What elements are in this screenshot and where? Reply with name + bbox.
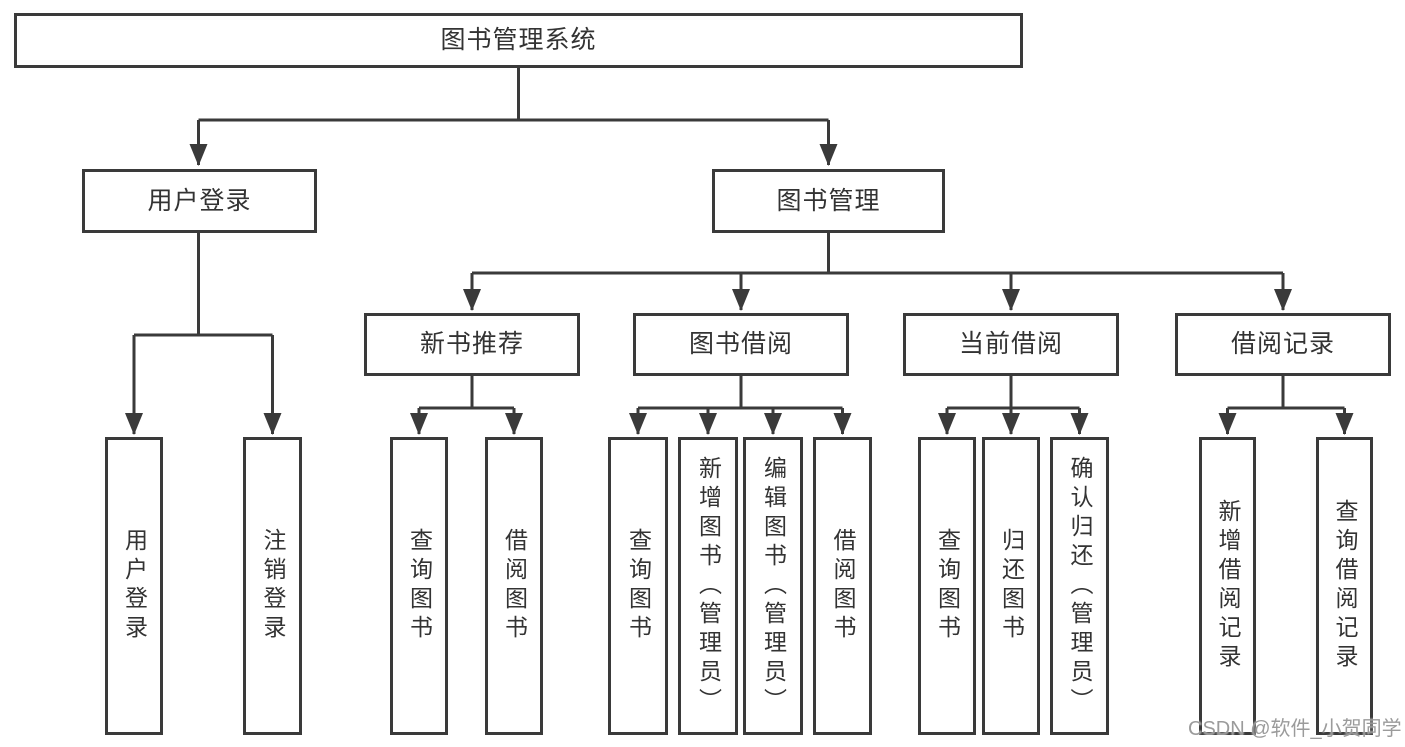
leaf-bb-borrow-books: 借阅图书 — [813, 437, 872, 735]
leaf-br-add-record: 新增借阅记录 — [1199, 437, 1256, 735]
leaf-br-query-record: 查询借阅记录 — [1316, 437, 1373, 735]
leaf-nb-borrow-books-label: 借阅图书 — [501, 528, 528, 644]
leaf-bb-add-books-admin-label: 新增图书（管理员） — [695, 455, 722, 717]
connector-root-branch — [198, 68, 829, 122]
leaf-cb-query-books-label: 查询图书 — [934, 528, 961, 644]
node-new-book-recommend-label: 新书推荐 — [419, 330, 524, 358]
leaf-cb-return-books-label: 归还图书 — [998, 528, 1025, 644]
leaf-logout: 注销登录 — [243, 437, 302, 735]
node-borrow-records: 借阅记录 — [1175, 313, 1391, 376]
node-user-login: 用户登录 — [82, 169, 317, 233]
connector-user-login-branch — [134, 233, 273, 337]
leaf-nb-query-books-label: 查询图书 — [406, 528, 433, 644]
leaf-bb-edit-books-admin: 编辑图书（管理员） — [743, 437, 803, 735]
leaf-user-login: 用户登录 — [105, 437, 163, 735]
leaf-cb-confirm-return-admin: 确认归还（管理员） — [1050, 437, 1109, 735]
connector-book-borrowing-branch — [638, 376, 843, 410]
leaf-br-add-record-label: 新增借阅记录 — [1215, 499, 1241, 673]
leaf-cb-query-books: 查询图书 — [918, 437, 976, 735]
leaf-user-login-label: 用户登录 — [121, 528, 148, 644]
leaf-bb-add-books-admin: 新增图书（管理员） — [678, 437, 738, 735]
leaf-nb-borrow-books: 借阅图书 — [485, 437, 543, 735]
node-root-label: 图书管理系统 — [440, 26, 597, 54]
connector-new-book-branch — [419, 376, 514, 410]
leaf-bb-edit-books-admin-label: 编辑图书（管理员） — [760, 455, 787, 717]
node-user-login-label: 用户登录 — [147, 186, 252, 215]
leaf-br-query-record-label: 查询借阅记录 — [1332, 499, 1358, 673]
leaf-cb-confirm-return-admin-label: 确认归还（管理员） — [1067, 455, 1093, 717]
connector-borrow-records-branch — [1227, 376, 1345, 410]
leaf-bb-query-books-label: 查询图书 — [625, 528, 652, 644]
node-book-borrowing: 图书借阅 — [633, 313, 849, 376]
node-book-management: 图书管理 — [712, 169, 945, 233]
leaf-nb-query-books: 查询图书 — [390, 437, 448, 735]
node-root: 图书管理系统 — [14, 13, 1023, 68]
leaf-logout-label: 注销登录 — [260, 528, 286, 644]
leaf-bb-query-books: 查询图书 — [608, 437, 668, 735]
node-borrow-records-label: 借阅记录 — [1230, 330, 1335, 358]
node-book-borrowing-label: 图书借阅 — [688, 330, 793, 358]
connector-book-management-branch — [472, 233, 1283, 275]
node-current-borrowing: 当前借阅 — [903, 313, 1119, 376]
node-book-management-label: 图书管理 — [776, 186, 881, 215]
node-new-book-recommend: 新书推荐 — [364, 313, 580, 376]
node-current-borrowing-label: 当前借阅 — [958, 330, 1063, 358]
connector-current-borrowing-branch — [947, 376, 1080, 410]
leaf-cb-return-books: 归还图书 — [982, 437, 1040, 735]
csdn-watermark: CSDN @软件_小贺同学 — [1188, 718, 1402, 740]
leaf-bb-borrow-books-label: 借阅图书 — [830, 528, 856, 644]
